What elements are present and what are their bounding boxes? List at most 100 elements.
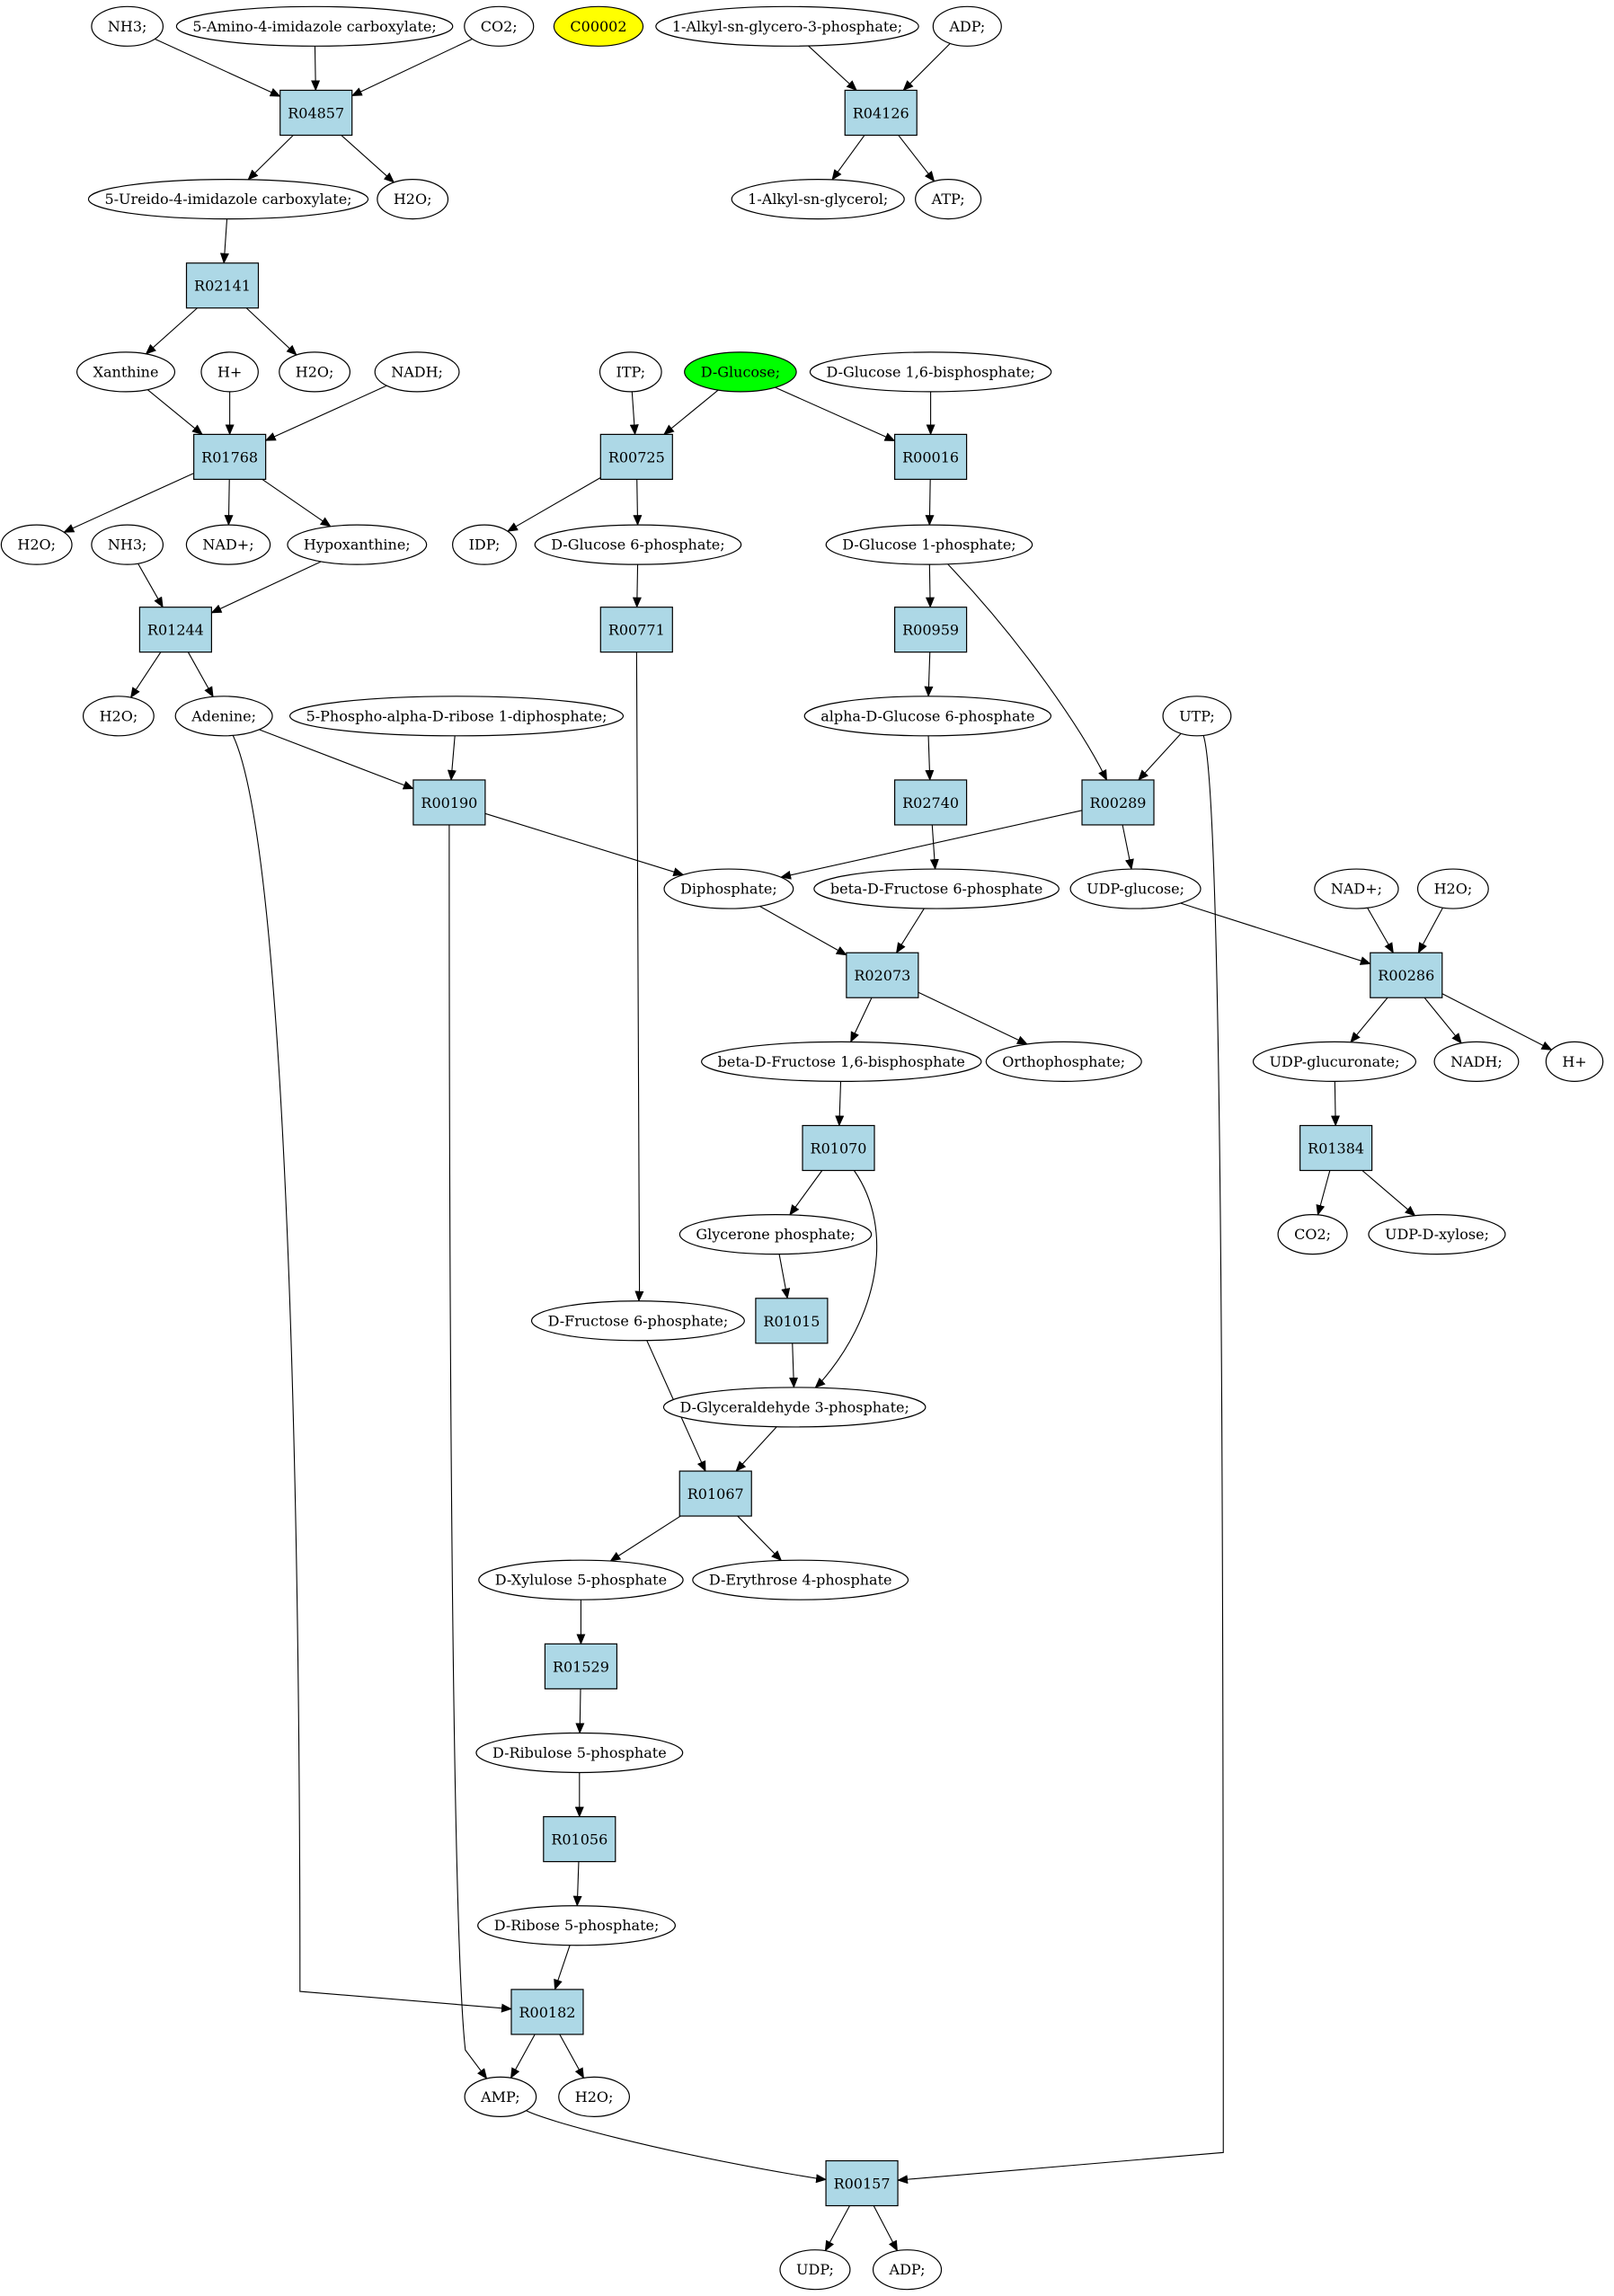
compound-node-atp: ATP; [915, 179, 982, 220]
reaction-label: R00959 [902, 622, 959, 639]
reaction-label: R01384 [1308, 1140, 1364, 1157]
compound-ellipse [288, 696, 625, 737]
reaction-box [138, 607, 212, 653]
reaction-node-r02740: R02740 [893, 779, 968, 826]
reaction-label: R01244 [147, 622, 204, 639]
edge-alkylglycero3p-to-r04126 [808, 45, 857, 92]
reaction-node-r02073: R02073 [846, 952, 919, 998]
edge-gap-to-r01067 [735, 1426, 777, 1472]
compound-ellipse [553, 5, 644, 47]
compound-node-hypoxanthine: Hypoxanthine; [287, 524, 428, 565]
compound-label: ITP; [616, 363, 646, 380]
reaction-label: R00182 [519, 2004, 576, 2021]
edge-hypoxanthine-to-r01244 [210, 561, 322, 614]
compound-label: UDP-D-xylose; [1385, 1226, 1489, 1243]
reaction-box [510, 1989, 584, 2035]
compound-ellipse [692, 1559, 909, 1600]
compound-node-alkylglycerol: 1-Alkyl-sn-glycerol; [731, 179, 905, 220]
compound-node-glc6p: D-Glucose 6-phosphate; [534, 524, 742, 565]
compound-node-aminoimidazole: 5-Amino-4-imidazole carboxylate; [175, 5, 454, 47]
compound-ellipse [663, 868, 794, 909]
edge-r00286-to-nadh_b [1423, 997, 1462, 1044]
compound-label: 5-Ureido-4-imidazole carboxylate; [104, 191, 351, 208]
edge-r01015-to-gap [789, 1343, 799, 1388]
compound-label: UDP-glucose; [1086, 881, 1184, 898]
reaction-box [893, 779, 968, 826]
compound-ellipse [200, 351, 259, 393]
compound-node-amp: AMP; [464, 2076, 537, 2117]
reaction-box [1299, 1124, 1373, 1172]
compound-label: D-Ribose 5-phosphate; [494, 1917, 660, 1934]
compound-node-nadh-a: NADH; [374, 351, 460, 393]
reaction-label: R00016 [902, 448, 959, 465]
compound-label: D-Ribulose 5-phosphate [492, 1744, 667, 1761]
edge-ribose5p-to-r00182 [554, 1945, 571, 1990]
compound-node-erythrose4p: D-Erythrose 4-phosphate [692, 1559, 909, 1600]
compound-label: Diphosphate; [680, 881, 777, 898]
compound-node-nadh-b: NADH; [1433, 1041, 1520, 1082]
compound-ellipse [599, 351, 662, 393]
compound-label: UTP; [1179, 707, 1215, 724]
reaction-box [846, 952, 919, 998]
compound-node-h2o-f: H2O; [558, 2076, 631, 2117]
compound-ellipse [1433, 1041, 1520, 1082]
reaction-node-r01244: R01244 [138, 607, 212, 653]
compound-ellipse [1368, 1214, 1506, 1255]
reaction-box [279, 89, 353, 137]
compound-label: Glycerone phosphate; [696, 1226, 855, 1243]
compound-node-co2-b: CO2; [1277, 1214, 1348, 1255]
compound-label: 5-Amino-4-imidazole carboxylate; [192, 18, 436, 35]
edge-xanthine-to-r01768 [146, 389, 203, 436]
edge-nh3_a-to-r04857 [155, 38, 281, 97]
reaction-node-r00289: R00289 [1081, 779, 1155, 826]
edge-r01070-to-glyceronep [789, 1170, 823, 1216]
compound-label: Xanthine [93, 363, 159, 380]
compound-label: alpha-D-Glucose 6-phosphate [820, 707, 1034, 724]
compound-node-h2o-a: H2O; [377, 179, 449, 220]
compound-node-glc1p: D-Glucose 1-phosphate; [825, 524, 1033, 565]
compound-ellipse [678, 1214, 873, 1255]
compound-label: H2O; [296, 363, 334, 380]
compound-node-prpp: 5-Phospho-alpha-D-ribose 1-diphosphate; [288, 696, 625, 737]
reaction-node-r00182: R00182 [510, 1989, 584, 2035]
reaction-label: R01768 [201, 448, 258, 465]
edge-r01529-to-ribulose5p [575, 1689, 585, 1734]
reaction-node-r01015: R01015 [755, 1298, 829, 1344]
reaction-box [1081, 779, 1155, 826]
compound-node-gap: D-Glyceraldehyde 3-phosphate; [662, 1387, 927, 1428]
edge-r04857-to-ureido [247, 135, 294, 181]
edge-r00286-to-hplus_b [1441, 993, 1553, 1050]
compound-ellipse [662, 1387, 927, 1428]
compound-ellipse [1416, 868, 1489, 909]
compound-ellipse [1314, 868, 1399, 909]
compound-label: D-Glucose 1,6-bisphosphate; [826, 363, 1034, 380]
edge-aglc6p-to-r02740 [925, 735, 935, 781]
compound-ellipse [279, 351, 351, 393]
edge-r01768-to-nadplus_a [224, 479, 234, 527]
edge-dglucose-to-r00725 [663, 389, 719, 436]
compound-label: IDP; [469, 536, 501, 554]
compound-label: NADH; [1450, 1053, 1503, 1070]
compound-node-h2o-e: H2O; [1416, 868, 1489, 909]
compound-label: 1-Alkyl-sn-glycero-3-phosphate; [672, 18, 902, 35]
reaction-label: R01067 [687, 1485, 744, 1503]
reaction-label: R00157 [834, 2176, 891, 2193]
edge-co2_a-to-r04857 [350, 38, 473, 97]
compound-node-bfru6p: beta-D-Fructose 6-phosphate [813, 868, 1060, 909]
compound-label: Adenine; [191, 707, 256, 724]
compound-label: beta-D-Fructose 6-phosphate [830, 881, 1042, 898]
edge-r00771-to-fru6p [634, 652, 644, 1302]
edge-ureido-to-r02141 [219, 218, 229, 264]
compound-ellipse [803, 696, 1052, 737]
compound-label: D-Glyceraldehyde 3-phosphate; [679, 1398, 909, 1415]
edge-r02073-to-orthophosphate [918, 991, 1028, 1045]
reaction-node-r00286: R00286 [1370, 952, 1443, 998]
edge-r00725-to-glc6p [633, 479, 643, 527]
compound-label: D-Glucose 1-phosphate; [842, 536, 1015, 554]
edge-r04126-to-atp [898, 135, 936, 182]
reaction-box [544, 1643, 618, 1689]
compound-ellipse [374, 351, 460, 393]
reaction-node-r00959: R00959 [893, 607, 968, 653]
compound-label: beta-D-Fructose 1,6-bisphosphate [718, 1053, 965, 1070]
